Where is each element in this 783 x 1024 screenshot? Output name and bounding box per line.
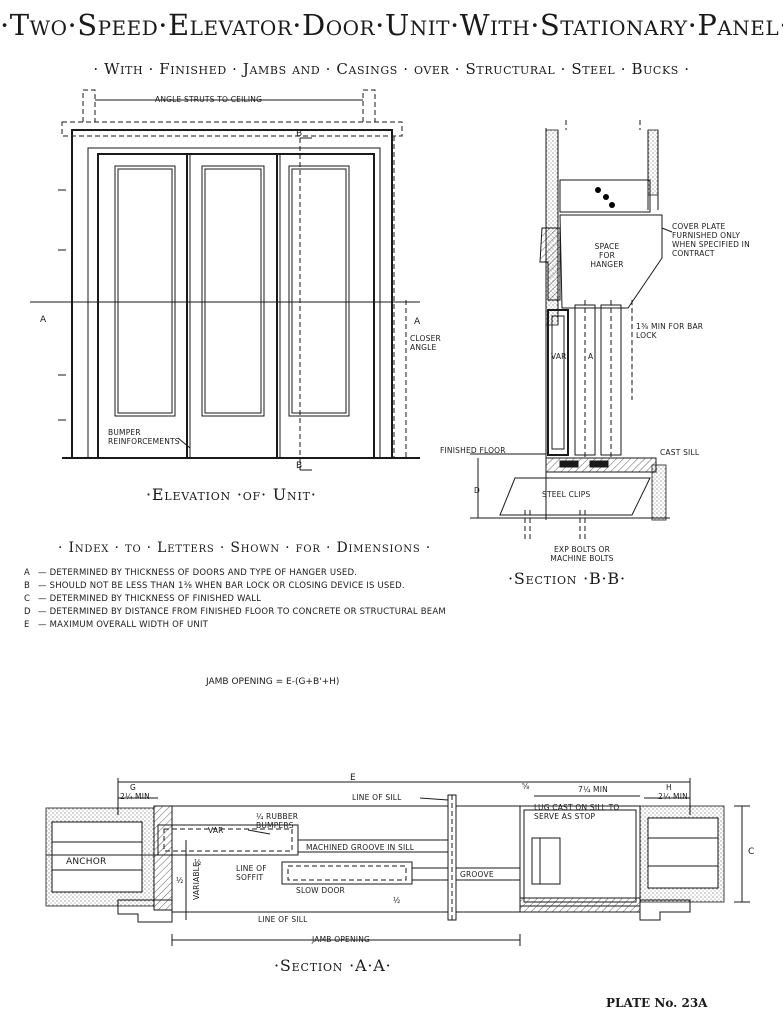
heading-section-bb: ·Section ·B·B· [508, 569, 626, 588]
label-7-1-4-min: 7¼ min [578, 785, 608, 794]
beam [559, 179, 651, 213]
index-text: Determined by thickness of doors and typ… [49, 568, 358, 578]
index-text: Determined by distance from finished flo… [49, 607, 446, 617]
index-text: Determined by thickness of finished wall [49, 594, 262, 604]
door-frame [97, 153, 375, 459]
door-panel-left [114, 165, 176, 417]
sill-support [499, 477, 651, 516]
label-line-of-sill-bottom: Line of sill [258, 915, 308, 924]
label-bumper-reinforcements: Bumper reinforcements [108, 428, 180, 446]
label-exp-bolts: Exp bolts or machine bolts [550, 545, 614, 563]
label-h-min: 2¼ min [658, 792, 688, 801]
section-bb-drawing [470, 120, 673, 542]
label-jamb-opening: Jamb opening [312, 935, 371, 944]
label-cover-plate: Cover plate furnished only when specifie… [672, 222, 750, 258]
label-a-bb: A [588, 352, 594, 361]
label-e: E [350, 773, 356, 783]
index-item-b: B— Should not be less than 1⅜ when bar l… [24, 581, 405, 591]
label-g-min: 2¼ min [120, 792, 150, 801]
label-groove: Groove [460, 870, 494, 879]
index-text: Should not be less than 1⅜ when bar lock… [49, 581, 405, 591]
label-rubber-bumpers: ¼ rubber bumpers [256, 812, 299, 830]
label-c: C [748, 847, 755, 857]
door-panel-center [201, 165, 265, 417]
label-section-a-left: A [40, 315, 47, 325]
index-key: A [24, 568, 31, 578]
label-anchor: Anchor [66, 857, 107, 867]
index-item-d: D— Determined by distance from finished … [24, 607, 446, 617]
lug-stop [531, 837, 561, 885]
label-section-b-bottom: B [296, 461, 303, 471]
index-key: D [24, 607, 31, 617]
plate-subtitle: · With · Finished · Jambs and · Casings … [93, 60, 690, 78]
index-item-e: E— Maximum overall width of unit [24, 620, 209, 630]
label-half-1: ½ [194, 858, 202, 867]
jamb-right-box [519, 805, 641, 907]
index-item-c: C— Determined by thickness of finished w… [24, 594, 262, 604]
label-d-bb: D [474, 486, 480, 495]
label-b-frac: ⅝ [522, 782, 530, 791]
label-machined-groove: Machined groove in sill [306, 843, 415, 852]
heading-index: · Index · to · Letters · Shown · for · D… [58, 540, 432, 556]
label-g: G [130, 783, 137, 792]
heading-section-aa: ·Section ·A·A· [274, 956, 392, 975]
plate-number: PLATE No. 23A [606, 996, 708, 1010]
label-steel-clips: Steel clips [542, 490, 591, 499]
index-key: E [24, 620, 30, 630]
hanger-housing [559, 214, 663, 309]
plate-title: ·Two·Speed·Elevator·Door·Unit·With·Stati… [0, 8, 783, 42]
casing-outer [71, 129, 393, 458]
angle-strut-left [82, 89, 96, 123]
label-closer-angle: Closer angle [410, 334, 441, 352]
elevation-drawing [30, 89, 420, 471]
label-finished-floor: Finished floor [440, 446, 506, 455]
label-section-a-right: A [414, 317, 421, 327]
index-text: Maximum overall width of unit [49, 620, 209, 630]
label-space-for-hanger: Space for hanger [590, 242, 624, 269]
buck-header-dashed [61, 121, 403, 137]
label-var-bb: Var [551, 352, 567, 361]
label-cast-sill: Cast sill [660, 448, 700, 457]
label-h: H [666, 783, 672, 792]
label-half-2: ½ [176, 876, 184, 885]
label-section-b-top: B [296, 129, 303, 139]
label-var-aa: Var [208, 826, 224, 835]
jamb-opening-formula: Jamb opening = E-(G+B'+H) [206, 677, 340, 687]
header-moulding [539, 227, 561, 301]
door-stationary [547, 309, 569, 456]
label-slow-door: Slow door [296, 886, 345, 895]
casing-inner [87, 147, 381, 458]
label-half-3: ½ [393, 896, 401, 905]
index-key: B [24, 581, 31, 591]
index-key: C [24, 594, 31, 604]
label-line-of-sill-top: Line of sill [352, 793, 402, 802]
angle-strut-right [362, 89, 376, 123]
label-variable: Variable [192, 862, 201, 900]
label-angle-struts: Angle struts to ceiling [155, 95, 263, 104]
heading-elevation: ·Elevation ·of· Unit· [146, 485, 317, 504]
door-panel-right [288, 165, 350, 417]
label-line-of-soffit: Line of soffit [236, 864, 267, 882]
index-item-a: A— Determined by thickness of doors and … [24, 568, 358, 578]
slow-door [281, 861, 413, 885]
section-aa-drawing [45, 778, 750, 946]
label-lug-cast: Lug cast on sill to serve as stop [534, 803, 620, 821]
label-min-bar-lock: 1⅜ min for bar lock [636, 322, 704, 340]
